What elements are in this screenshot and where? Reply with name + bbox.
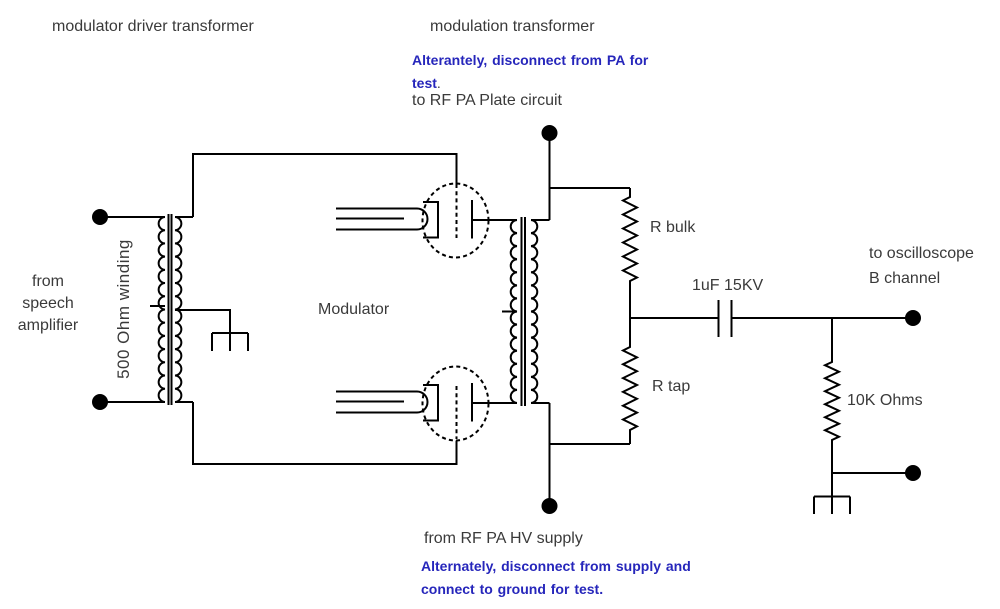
ground-rake (813, 495, 851, 514)
wire-center-tap (175, 309, 231, 333)
terminal-speech-amp-top (92, 209, 108, 225)
terminal-scope-signal (905, 310, 921, 326)
terminal-speech-amp-bottom (92, 394, 108, 410)
wire-secondary-top (531, 133, 551, 221)
driver-primary-winding (157, 216, 166, 403)
driver-transformer (100, 214, 183, 405)
pa-plate-circuit-label: to RF PA Plate circuit (412, 92, 562, 109)
capacitor-plates (717, 300, 733, 337)
wire-grid-top (175, 153, 458, 218)
ground-test-note: Alternately, disconnect from supply and … (421, 555, 691, 601)
ground-test-note-line2: connect to ground for test. (421, 581, 604, 597)
driver-core-lines (167, 214, 173, 405)
ground-rake (211, 332, 249, 351)
terminal-scope-ground (905, 465, 921, 481)
pa-test-note: Alterantely, disconnect from PA for test… (412, 49, 648, 95)
chassis-ground-driver (211, 332, 249, 351)
chassis-ground-scope (813, 495, 851, 514)
modulator-label: Modulator (318, 301, 390, 318)
oscilloscope-line1: to oscilloscope (869, 245, 974, 262)
capacitor-label: 1uF 15KV (692, 277, 764, 294)
speech-amp-line2: speech (22, 295, 74, 312)
tube-filament-leads (336, 207, 417, 231)
coupling-capacitor (717, 300, 733, 337)
driver-transformer-label: modulator driver transformer (52, 18, 254, 35)
tube-cathode-bracket (423, 201, 439, 239)
modulation-transformer-label: modulation transformer (430, 18, 595, 35)
ground-test-note-line1: Alternately, disconnect from supply and (421, 558, 691, 574)
mod-secondary-winding (530, 219, 539, 404)
winding-label: 500 Ohm winding (114, 239, 133, 379)
r-tap-label: R tap (652, 378, 691, 395)
tube-filament-loop (416, 207, 429, 231)
oscilloscope-line2: B channel (869, 270, 941, 287)
r-bulk-label: R bulk (650, 219, 696, 236)
oscilloscope-label: to oscilloscope B channel (869, 241, 974, 291)
r-10k-resistor (822, 318, 842, 497)
r-10k-label: 10K Ohms (847, 392, 923, 409)
speech-amp-line3: amplifier (17, 317, 79, 334)
terminal-pa-plate (541, 125, 558, 141)
tube-filament-leads (336, 390, 417, 414)
r-tap-resistor (620, 318, 640, 444)
r-bulk-resistor (620, 188, 640, 318)
tube-filament-loop (416, 390, 429, 414)
modulator-tube-top (336, 182, 490, 259)
pa-test-note-line1: Alterantely, disconnect from PA for (412, 52, 649, 68)
terminal-hv-supply (541, 498, 558, 514)
wire-secondary-bottom (531, 402, 551, 506)
hv-supply-label: from RF PA HV supply (424, 530, 583, 547)
pa-test-note-line2: test. (412, 75, 441, 91)
modulation-transformer (502, 217, 539, 406)
mod-core-lines (520, 217, 526, 406)
modulator-tube-bottom (336, 365, 490, 442)
tube-cathode-bracket (423, 384, 439, 422)
wire-grid-bottom (175, 401, 458, 465)
speech-amplifier-label: from speech amplifier (0, 271, 96, 337)
speech-amp-line1: from (32, 273, 64, 290)
